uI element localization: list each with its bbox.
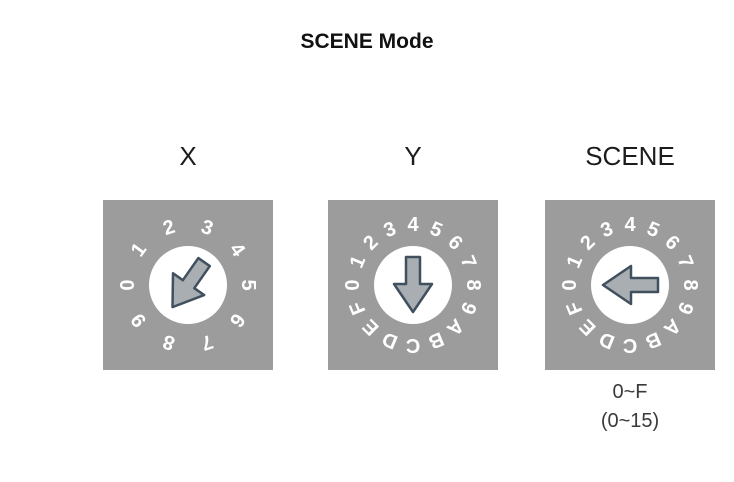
dial-position-label: 6 xyxy=(660,230,685,255)
dial-position-label: 9 xyxy=(673,298,698,318)
dial-position-label: 5 xyxy=(643,217,663,242)
dial-position-label: 4 xyxy=(624,214,636,236)
dial-position-label: 7 xyxy=(673,252,698,272)
dial-position-label: 9 xyxy=(456,298,481,318)
dial-position-label: 5 xyxy=(237,279,259,291)
dial-position-label: 3 xyxy=(380,217,400,242)
dial-range-caption: 0~F (0~15) xyxy=(525,378,734,436)
dial-position-label: A xyxy=(659,314,686,341)
dial-position-label: 6 xyxy=(443,230,468,255)
dial-position-label: 3 xyxy=(197,215,216,241)
dial-position-label: 7 xyxy=(456,252,481,272)
dial-label: Y xyxy=(404,141,422,171)
dial-label: X xyxy=(179,141,197,171)
dial-position-label: A xyxy=(442,314,469,341)
dial-position-label: 4 xyxy=(224,238,249,261)
dial-range-caption-line: (0~15) xyxy=(600,410,660,432)
dial-position-label: D xyxy=(596,327,618,354)
dial-position-label: 3 xyxy=(597,217,617,242)
dial-position-label: C xyxy=(405,334,421,356)
dial-position-label: 1 xyxy=(127,238,152,261)
dial-position-label: 9 xyxy=(127,309,152,332)
dial-position-label: B xyxy=(642,327,664,354)
dial-position-label: F xyxy=(345,298,371,318)
dial-position-label: D xyxy=(379,327,401,354)
page-title: SCENE Mode xyxy=(300,30,434,53)
dial-position-label: 4 xyxy=(407,214,419,236)
dial-position-label: 6 xyxy=(224,309,249,332)
dial-position-label: F xyxy=(562,298,588,318)
dial-position-label: 8 xyxy=(160,329,179,355)
dial-range-caption-line: 0~F xyxy=(612,381,648,403)
dial-position-label: 0 xyxy=(117,279,139,291)
dial-position-label: 7 xyxy=(197,329,216,355)
dial-position-label: 0 xyxy=(342,279,364,291)
dial-label: SCENE xyxy=(585,141,675,171)
dial-position-label: 2 xyxy=(358,230,383,255)
dial-position-label: 1 xyxy=(345,252,370,272)
dial-position-label: 0 xyxy=(559,279,581,291)
dial-position-label: C xyxy=(622,334,638,356)
dial-position-label: E xyxy=(575,314,601,340)
dial-position-label: 1 xyxy=(562,252,587,272)
dial-position-label: 8 xyxy=(462,279,484,291)
dial-position-label: 2 xyxy=(160,215,179,241)
dial-position-label: E xyxy=(358,314,384,340)
dial-position-label: B xyxy=(425,327,447,354)
dial-position-label: 2 xyxy=(575,230,600,255)
dial-position-label: 8 xyxy=(679,279,701,291)
dial-position-label: 5 xyxy=(426,217,446,242)
